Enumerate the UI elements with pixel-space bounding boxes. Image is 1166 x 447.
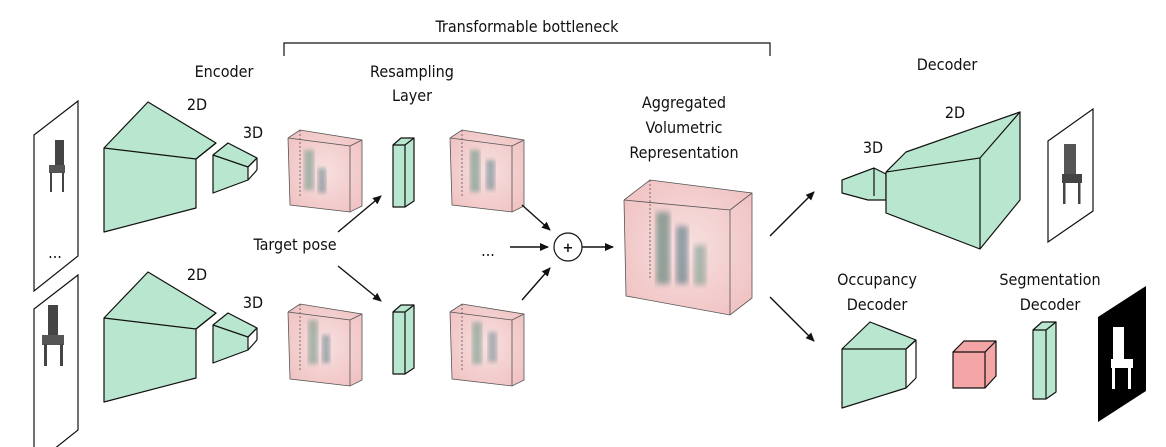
resampling-label-line2: Layer — [392, 86, 432, 105]
aggregated-label-line2: Volumetric — [646, 118, 723, 137]
chair-icon — [49, 140, 65, 192]
decoder-3d-label: 3D — [863, 138, 883, 157]
segmentation-mask — [1098, 286, 1146, 422]
target-pose-label: Target pose — [252, 235, 336, 254]
bottleneck-label: Transformable bottleneck — [434, 17, 619, 36]
volume-cube — [449, 303, 525, 387]
encoder-2d-label: 2D — [187, 265, 207, 284]
ellipsis-left: ... — [48, 243, 62, 262]
encoder-2d-block — [103, 101, 217, 233]
aggregated-volume-cube — [623, 179, 753, 316]
encoder-3d-block — [212, 142, 258, 194]
occupancy-cube — [952, 340, 997, 389]
arrow-to-decoder — [769, 191, 815, 237]
encoder-2d-label: 2D — [187, 95, 207, 114]
resampling-label-line1: Resampling — [370, 62, 454, 81]
plus-icon: + — [563, 241, 574, 256]
volume-cube — [287, 303, 363, 387]
output-image — [1047, 107, 1094, 244]
volume-cube — [449, 129, 525, 213]
occupancy-label-line2: Decoder — [847, 295, 908, 314]
encoder-3d-label: 3D — [243, 123, 263, 142]
decoder-3d-block — [841, 167, 887, 201]
sum-node: + — [553, 232, 583, 262]
arrow-to-sum-top — [521, 204, 551, 231]
aggregated-label-line1: Aggregated — [642, 93, 726, 112]
encoder-3d-label: 3D — [243, 293, 263, 312]
chair-icon — [1062, 144, 1082, 204]
volume-cube — [287, 129, 363, 213]
segmentation-label-line1: Segmentation — [999, 270, 1100, 289]
arrow-to-occupancy-decoder — [769, 296, 815, 342]
input-image-bottom — [33, 273, 79, 447]
target-pose-arrow-down — [337, 265, 382, 302]
bottleneck-bracket: Transformable bottleneck — [283, 17, 771, 56]
input-image-top — [33, 99, 79, 293]
chair-silhouette-icon — [1111, 327, 1133, 389]
occupancy-label-line1: Occupancy — [837, 270, 917, 289]
resampling-layer-bottom — [392, 304, 415, 375]
resampling-layer-top — [392, 137, 415, 208]
encoder-2d-block — [103, 271, 217, 403]
decoder-2d-label: 2D — [945, 103, 965, 122]
aggregated-label-line3: Representation — [629, 143, 738, 162]
encoder-top: 2D 3D — [103, 95, 263, 233]
encoder-3d-block — [212, 312, 258, 364]
decoder-label: Decoder — [917, 55, 978, 74]
decoder-2d-block — [885, 111, 1021, 250]
target-pose-arrow-up — [337, 195, 382, 233]
arrow-to-sum-bottom — [521, 267, 551, 301]
occupancy-decoder-block — [841, 321, 917, 409]
ellipsis-mid: ... — [481, 241, 495, 260]
segmentation-decoder-plate — [1032, 321, 1057, 400]
chair-icon — [42, 305, 64, 366]
encoder-label: Encoder — [195, 62, 254, 81]
segmentation-label-line2: Decoder — [1020, 295, 1081, 314]
decoder-block: 3D 2D — [841, 103, 1021, 250]
encoder-bottom: 2D 3D — [103, 265, 263, 403]
